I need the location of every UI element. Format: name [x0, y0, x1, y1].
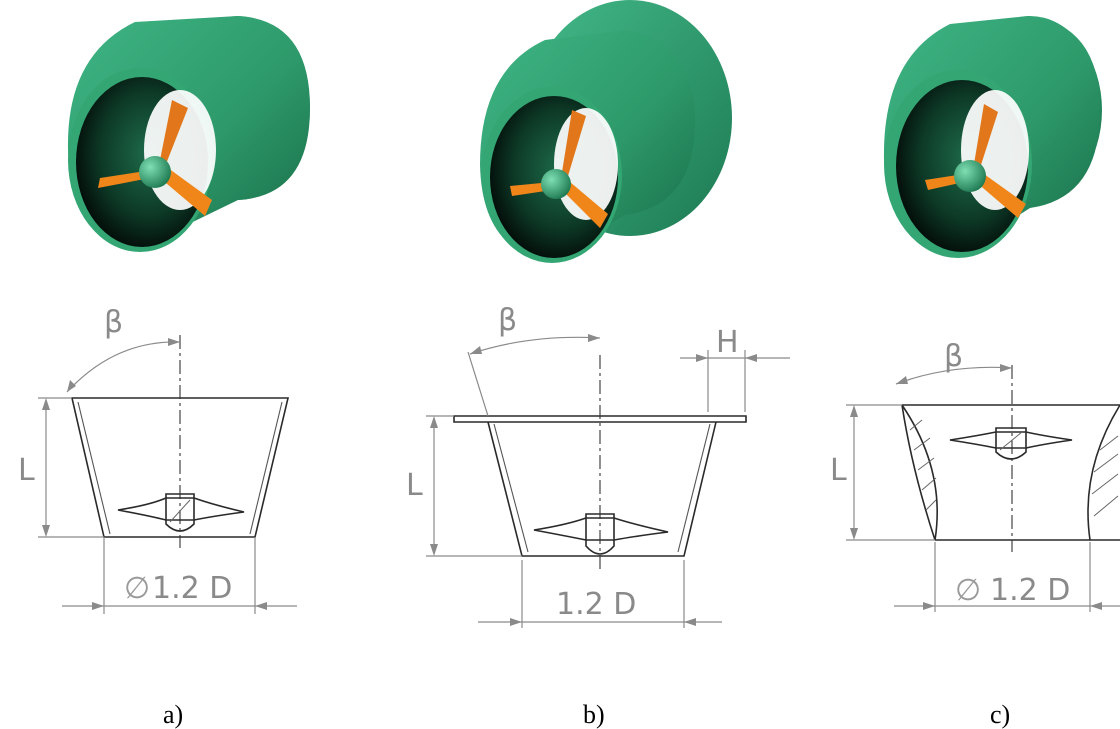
blade-a-3 [160, 168, 212, 216]
caption-a: a) [163, 700, 183, 729]
propeller-hub-c [954, 160, 986, 192]
panel-a-3d-nozzle [67, 16, 310, 252]
panel-b-drawing [426, 334, 790, 628]
panel-c-drawing [846, 364, 1120, 612]
diameter-label-b: 1.2 D [556, 587, 636, 622]
propeller-a [98, 100, 212, 216]
caption-b: b) [583, 700, 605, 729]
blade-a-2 [160, 100, 188, 164]
angle-label-b: β [498, 303, 517, 338]
diameter-symbol-a: ∅ [124, 571, 150, 606]
diameter-label-a: 1.2 D [152, 571, 232, 606]
angle-label-c: β [944, 339, 963, 374]
propeller-section-a [117, 493, 245, 532]
nozzle-c-left-foil [901, 404, 938, 541]
blade-b-3 [562, 182, 608, 228]
nozzle-b-inner-wall [493, 423, 711, 553]
panel-a-drawing [38, 335, 297, 614]
blade-c-3 [976, 174, 1026, 218]
diameter-label-c: 1.2 D [990, 573, 1070, 608]
caption-c: c) [990, 700, 1010, 729]
length-label-c: L [830, 453, 847, 488]
length-label-b: L [406, 468, 423, 503]
propeller-hub-b [541, 169, 571, 199]
nozzle-c-right-foil [1087, 404, 1120, 541]
nozzle-c-profile [902, 404, 1120, 541]
length-label-a: L [18, 453, 35, 488]
propeller-b [510, 110, 608, 228]
panel-b-3d-nozzle [480, 0, 732, 263]
nozzle-a-inner-wall [77, 401, 283, 535]
propeller-section-c [949, 427, 1073, 460]
flange-b [453, 415, 747, 423]
blade-a-1 [98, 170, 152, 188]
blade-c-2 [974, 104, 998, 168]
propeller-section-b [533, 513, 669, 555]
nozzle-b-profile [487, 421, 717, 557]
angle-label-a: β [104, 305, 123, 340]
panel-c-3d-nozzle [883, 16, 1102, 258]
blade-b-2 [562, 110, 586, 176]
diameter-symbol-c: ∅ [955, 573, 981, 608]
flange-label-b: H [716, 325, 739, 360]
propeller-hub-a [139, 156, 171, 188]
propeller-c [925, 104, 1026, 218]
